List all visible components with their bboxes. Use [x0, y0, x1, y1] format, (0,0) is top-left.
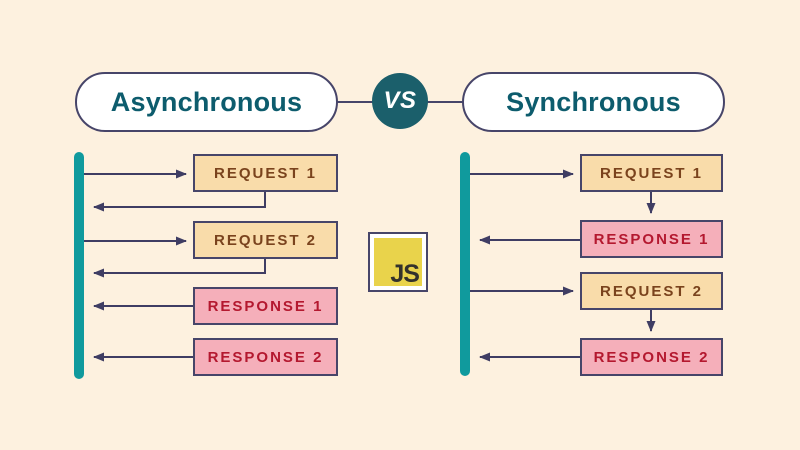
async-header-pill: Asynchronous	[75, 72, 338, 132]
async-timeline-bar	[74, 152, 84, 379]
sync-header-pill: Synchronous	[462, 72, 725, 132]
sync-request-2-label: REQUEST 2	[599, 282, 704, 300]
vs-badge: VS	[372, 73, 428, 129]
async-return-from-request-1	[93, 192, 266, 212]
async-request-1-box: REQUEST 1	[193, 154, 338, 192]
async-response-2-label: RESPONSE 2	[207, 348, 324, 366]
vs-badge-label: VS	[383, 87, 417, 114]
async-header-label: Asynchronous	[110, 86, 303, 117]
async-request-2-box: REQUEST 2	[193, 221, 338, 259]
sync-response-1-label: RESPONSE 1	[593, 230, 710, 248]
async-response-1-label: RESPONSE 1	[207, 297, 324, 315]
javascript-logo: JS	[368, 232, 428, 292]
sync-request-1-box: REQUEST 1	[580, 154, 723, 192]
javascript-logo-yellow-square: JS	[374, 238, 422, 286]
async-response-1-box: RESPONSE 1	[193, 287, 338, 325]
sync-request-2-box: REQUEST 2	[580, 272, 723, 310]
javascript-logo-text: JS	[390, 259, 420, 288]
async-response-2-box: RESPONSE 2	[193, 338, 338, 376]
sync-response-2-label: RESPONSE 2	[593, 348, 710, 366]
async-return-from-request-2	[93, 259, 266, 278]
sync-request-1-label: REQUEST 1	[599, 164, 704, 182]
sync-timeline-bar	[460, 152, 470, 376]
async-request-1-label: REQUEST 1	[213, 164, 318, 182]
sync-header-label: Synchronous	[506, 86, 681, 117]
async-request-2-label: REQUEST 2	[213, 231, 318, 249]
sync-response-1-box: RESPONSE 1	[580, 220, 723, 258]
sync-response-2-box: RESPONSE 2	[580, 338, 723, 376]
